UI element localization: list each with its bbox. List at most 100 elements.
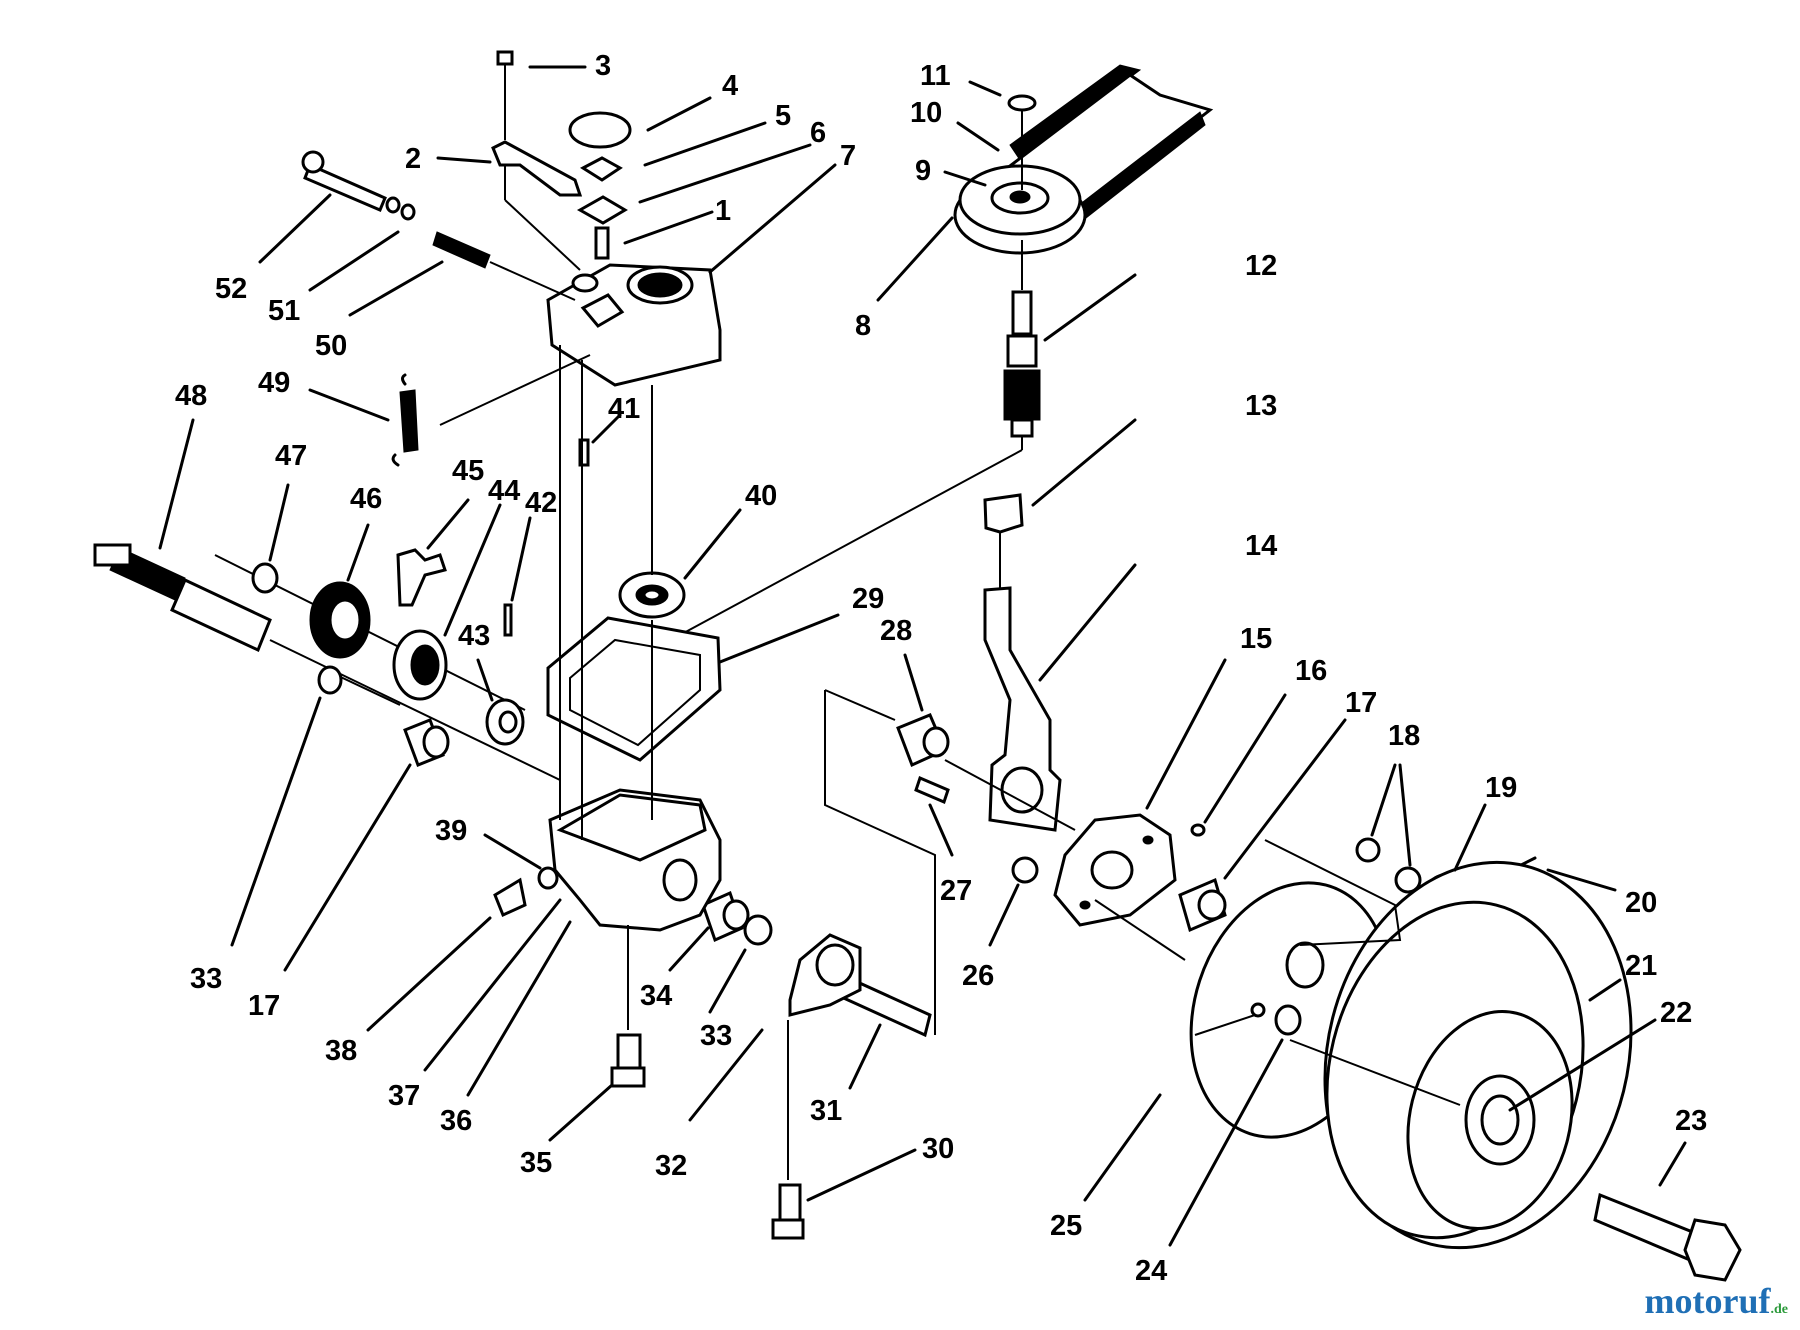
callout-16: 16 <box>1295 655 1327 687</box>
callout-36: 36 <box>440 1105 472 1137</box>
callout-13: 13 <box>1245 390 1277 422</box>
spring-50 <box>432 231 491 269</box>
callout-labels: 1 2 3 4 5 6 7 8 9 10 11 12 13 14 15 16 1… <box>175 50 1707 1287</box>
gear-43 <box>485 698 525 746</box>
callout-45: 45 <box>452 455 484 487</box>
callout-32: 32 <box>655 1150 687 1182</box>
callout-27: 27 <box>940 875 972 907</box>
callout-44: 44 <box>488 475 520 507</box>
callout-28: 28 <box>880 615 912 647</box>
bolt-35 <box>610 925 646 1088</box>
pin-41 <box>578 438 590 467</box>
callout-40: 40 <box>745 480 777 512</box>
callout-1: 1 <box>715 195 731 227</box>
watermark: motoruf.de <box>1645 1280 1788 1322</box>
worm-shaft <box>1003 240 1041 438</box>
callout-18: 18 <box>1388 720 1420 752</box>
tire <box>1323 860 1633 1250</box>
callout-41: 41 <box>608 393 640 425</box>
washer-33-left <box>317 665 343 695</box>
callout-26: 26 <box>962 960 994 992</box>
callout-35: 35 <box>520 1147 552 1179</box>
bushing-34 <box>701 890 750 943</box>
callout-20: 20 <box>1625 887 1657 919</box>
clip <box>983 493 1024 534</box>
callout-51: 51 <box>268 295 300 327</box>
square-plate <box>576 195 628 225</box>
axle-bolt <box>1593 1192 1742 1282</box>
callout-12: 12 <box>1245 250 1277 282</box>
gear-housing <box>548 788 722 932</box>
o-ring-b <box>400 203 416 221</box>
callout-52: 52 <box>215 273 247 305</box>
callout-7: 7 <box>840 140 856 172</box>
callout-14: 14 <box>1245 530 1277 562</box>
callout-33-left: 33 <box>190 963 222 995</box>
callout-leaders <box>158 65 1687 1247</box>
callout-25: 25 <box>1050 1210 1082 1242</box>
callout-10: 10 <box>910 97 942 129</box>
bracket-arm <box>983 586 1062 832</box>
pin-42 <box>503 603 513 637</box>
bushing-28 <box>896 713 950 768</box>
callout-8: 8 <box>855 310 871 342</box>
callout-23: 23 <box>1675 1105 1707 1137</box>
lever <box>491 140 583 197</box>
callout-34: 34 <box>640 980 672 1012</box>
callout-37: 37 <box>388 1080 420 1112</box>
bolt-30 <box>771 1020 805 1240</box>
screw-3 <box>496 50 514 140</box>
bolt-27 <box>914 775 950 805</box>
callout-48: 48 <box>175 380 207 412</box>
callout-22: 22 <box>1660 997 1692 1029</box>
callout-31: 31 <box>810 1095 842 1127</box>
bolt-38 <box>493 877 527 918</box>
callout-3: 3 <box>595 50 611 82</box>
callout-9: 9 <box>915 155 931 187</box>
bushing-right <box>1178 877 1227 933</box>
callout-33: 33 <box>700 1020 732 1052</box>
pin-1 <box>594 226 610 260</box>
screw <box>1190 823 1206 837</box>
o-ring-a <box>385 196 401 214</box>
clutch <box>392 629 448 701</box>
cap-plate <box>568 111 632 149</box>
callout-5: 5 <box>775 100 791 132</box>
callout-47: 47 <box>275 440 307 472</box>
gasket <box>546 616 722 762</box>
callout-24: 24 <box>1135 1255 1167 1287</box>
callout-21: 21 <box>1625 950 1657 982</box>
callout-39: 39 <box>435 815 467 847</box>
seal-33 <box>743 914 773 946</box>
washer <box>1007 94 1037 112</box>
axle-support <box>788 933 862 1017</box>
callout-2: 2 <box>405 143 421 175</box>
callout-49: 49 <box>258 367 290 399</box>
callout-17-left: 17 <box>248 990 280 1022</box>
pulley <box>953 164 1087 255</box>
nut-26 <box>1011 856 1039 884</box>
gear-46 <box>309 581 371 659</box>
callout-6: 6 <box>810 117 826 149</box>
callout-19: 19 <box>1485 772 1517 804</box>
callout-11: 11 <box>920 60 951 92</box>
callout-15: 15 <box>1240 623 1272 655</box>
callout-38: 38 <box>325 1035 357 1067</box>
washer-18b <box>1394 866 1422 894</box>
callout-46: 46 <box>350 483 382 515</box>
callout-30: 30 <box>922 1133 954 1165</box>
callout-50: 50 <box>315 330 347 362</box>
axle-plate <box>1053 813 1177 927</box>
watermark-name: motoruf <box>1644 1281 1771 1321</box>
bracket-frame <box>824 689 936 1035</box>
washer-18a <box>1355 837 1381 863</box>
watermark-tld: .de <box>1770 1302 1789 1317</box>
worm-main-shaft <box>93 543 272 653</box>
washer-24 <box>1274 1004 1302 1036</box>
callout-17: 17 <box>1345 687 1377 719</box>
washer-47 <box>251 562 279 594</box>
top-cover <box>546 263 722 387</box>
spring-49 <box>391 373 419 467</box>
callout-4: 4 <box>722 70 738 102</box>
